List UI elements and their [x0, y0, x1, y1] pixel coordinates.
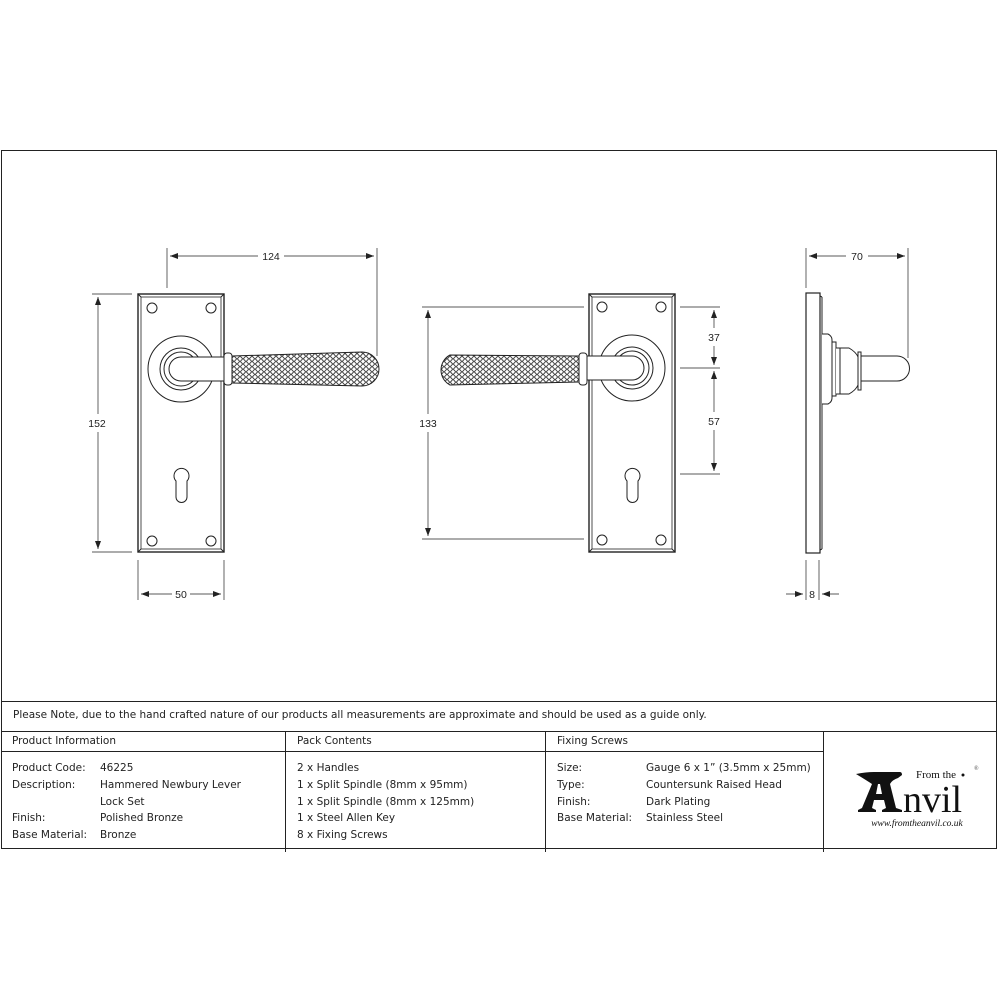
- pack-item: 1 x Steel Allen Key: [297, 812, 396, 825]
- pack-item: 1 x Split Spindle (8mm x 95mm): [297, 778, 468, 791]
- side-view: [786, 248, 910, 600]
- dim-height-133: 133: [419, 418, 437, 430]
- dim-projection-70: 70: [851, 251, 863, 263]
- svg-text:®: ®: [974, 765, 979, 772]
- pack-item: 1 x Split Spindle (8mm x 125mm): [297, 795, 475, 808]
- finish-row: Finish:Polished Bronze: [12, 810, 285, 827]
- dim-height-152: 152: [88, 418, 106, 430]
- product-code-row: Product Code:46225: [12, 760, 285, 777]
- dim-plate-width-50: 50: [175, 589, 187, 601]
- product-code-value: 46225: [100, 762, 134, 774]
- front-view: [92, 248, 380, 600]
- fixing-screws-section: Fixing Screws Size:Gauge 6 x 1” (3.5mm x…: [545, 732, 823, 852]
- pack-contents-section: Pack Contents 2 x Handles 1 x Split Spin…: [285, 732, 545, 852]
- screw-size-row: Size:Gauge 6 x 1” (3.5mm x 25mm): [557, 762, 811, 774]
- dim-thickness-8: 8: [809, 589, 815, 601]
- screw-material-row: Base Material:Stainless Steel: [557, 812, 724, 825]
- description-value: Hammered Newbury Lever: [100, 778, 242, 791]
- dim-37: 37: [708, 332, 720, 344]
- product-information-section: Product Information Product Code:46225 D…: [1, 732, 285, 852]
- logo-url: www.fromtheanvil.co.uk: [871, 818, 963, 829]
- from-the-anvil-logo: From the nvil ® www.fromtheanvil.co.uk: [856, 765, 979, 829]
- spec-table: Product Information Product Code:46225 D…: [1, 731, 997, 852]
- pack-item: 8 x Fixing Screws: [297, 829, 388, 842]
- pack-item: 2 x Handles: [297, 762, 360, 774]
- svg-text:nvil: nvil: [903, 779, 962, 821]
- measurement-note: Please Note, due to the hand crafted nat…: [1, 701, 997, 731]
- fixing-screws-heading: Fixing Screws: [546, 732, 823, 752]
- base-material-value: Bronze: [100, 829, 137, 842]
- drawing-sheet-frame: [1, 150, 997, 849]
- dim-57: 57: [708, 416, 720, 428]
- base-material-row: Base Material:Bronze: [12, 827, 285, 844]
- svg-text:From the: From the: [916, 769, 956, 781]
- pack-contents-heading: Pack Contents: [286, 732, 545, 752]
- dim-width-124: 124: [262, 251, 280, 263]
- description-row: Description:Hammered Newbury Lever: [12, 777, 285, 794]
- finish-value: Polished Bronze: [100, 812, 184, 825]
- back-view: [422, 293, 720, 553]
- anvil-icon: [856, 772, 902, 812]
- screw-type-row: Type:Countersunk Raised Head: [557, 778, 782, 791]
- product-information-heading: Product Information: [1, 732, 285, 752]
- description-row-cont: Lock Set: [100, 795, 145, 808]
- screw-finish-row: Finish:Dark Plating: [557, 795, 711, 808]
- logo-section: From the nvil ® www.fromtheanvil.co.uk: [823, 732, 997, 852]
